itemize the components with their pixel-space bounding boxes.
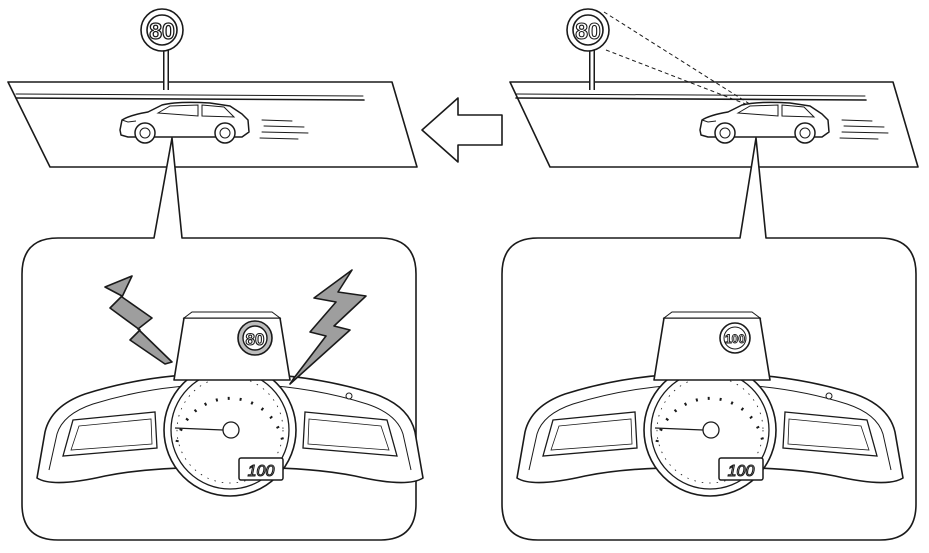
warning-flash-icon-left xyxy=(104,275,173,365)
right-roadside-sign-value: 80 xyxy=(575,18,601,44)
right-scene: 80 100 100 xyxy=(501,8,919,541)
left-scene: 80 100 80 xyxy=(7,8,425,541)
right-speedometer-readout: 100 xyxy=(728,463,755,480)
left-display-sign-value: 80 xyxy=(246,330,265,349)
left-road-lane-line xyxy=(15,97,365,101)
right-road-lane-line xyxy=(515,97,867,101)
arrow-left-icon xyxy=(421,97,503,163)
left-instrument-cluster: 100 xyxy=(35,362,425,498)
right-display-sign-value: 100 xyxy=(725,332,745,346)
right-head-up-display: 100 xyxy=(653,311,771,381)
left-motion-lines xyxy=(259,119,309,140)
left-roadside-sign: 80 xyxy=(140,8,184,90)
right-instrument-cluster: 100 xyxy=(515,362,905,498)
left-speedometer-readout: 100 xyxy=(248,463,275,480)
right-motion-lines xyxy=(839,119,889,140)
camera-sight-lines xyxy=(603,11,757,109)
warning-flash-icon-right xyxy=(289,269,367,385)
left-head-up-display: 80 xyxy=(173,311,291,381)
right-roadside-sign: 80 xyxy=(566,8,610,90)
left-roadside-sign-value: 80 xyxy=(149,18,175,44)
